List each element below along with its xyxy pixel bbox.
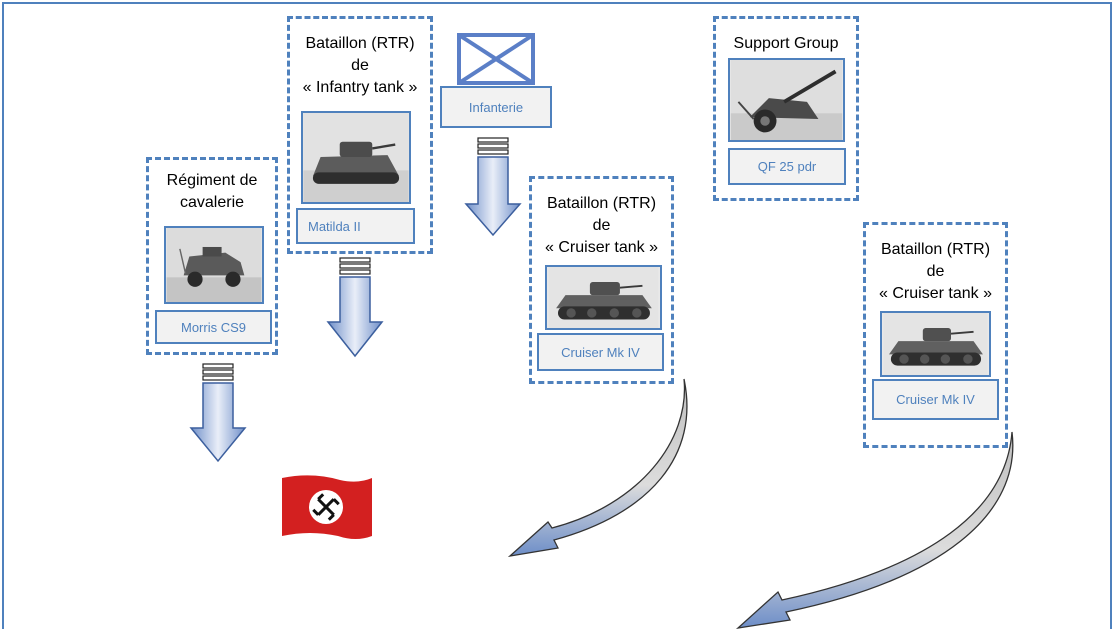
unit-support-group: Support Group QF 25 pdr: [713, 16, 859, 201]
unit-title: Bataillon (RTR) de « Infantry tank »: [302, 35, 418, 96]
field-gun-photo: [728, 58, 845, 142]
unit-title: Bataillon (RTR) de « Cruiser tank »: [879, 241, 992, 302]
cruiser-tank-photo: [545, 265, 662, 330]
unit-title: Support Group: [733, 35, 839, 52]
unit-label: Morris CS9: [155, 310, 272, 344]
armored-car-photo: [164, 226, 264, 304]
unit-infanterie: Infanterie: [440, 30, 552, 130]
unit-cavalerie: Régiment de cavalerie Morris CS9: [146, 157, 278, 355]
unit-title: Régiment de cavalerie: [166, 172, 258, 211]
cruiser-tank-photo: [880, 311, 991, 377]
infantry-tank-photo: [301, 111, 411, 204]
unit-cruiser-1: Bataillon (RTR) de « Cruiser tank » Crui…: [529, 176, 674, 384]
unit-label: Cruiser Mk IV: [872, 379, 999, 420]
unit-label: Infanterie: [440, 86, 552, 128]
unit-label: Cruiser Mk IV: [537, 333, 664, 371]
unit-label: Matilda II: [296, 208, 415, 244]
unit-title: Bataillon (RTR) de « Cruiser tank »: [545, 195, 658, 256]
unit-infantry-tank: Bataillon (RTR) de « Infantry tank » Mat…: [287, 16, 433, 254]
unit-label: QF 25 pdr: [728, 148, 846, 185]
unit-cruiser-2: Bataillon (RTR) de « Cruiser tank » Crui…: [863, 222, 1008, 448]
infantry-nato-symbol: [457, 33, 535, 85]
